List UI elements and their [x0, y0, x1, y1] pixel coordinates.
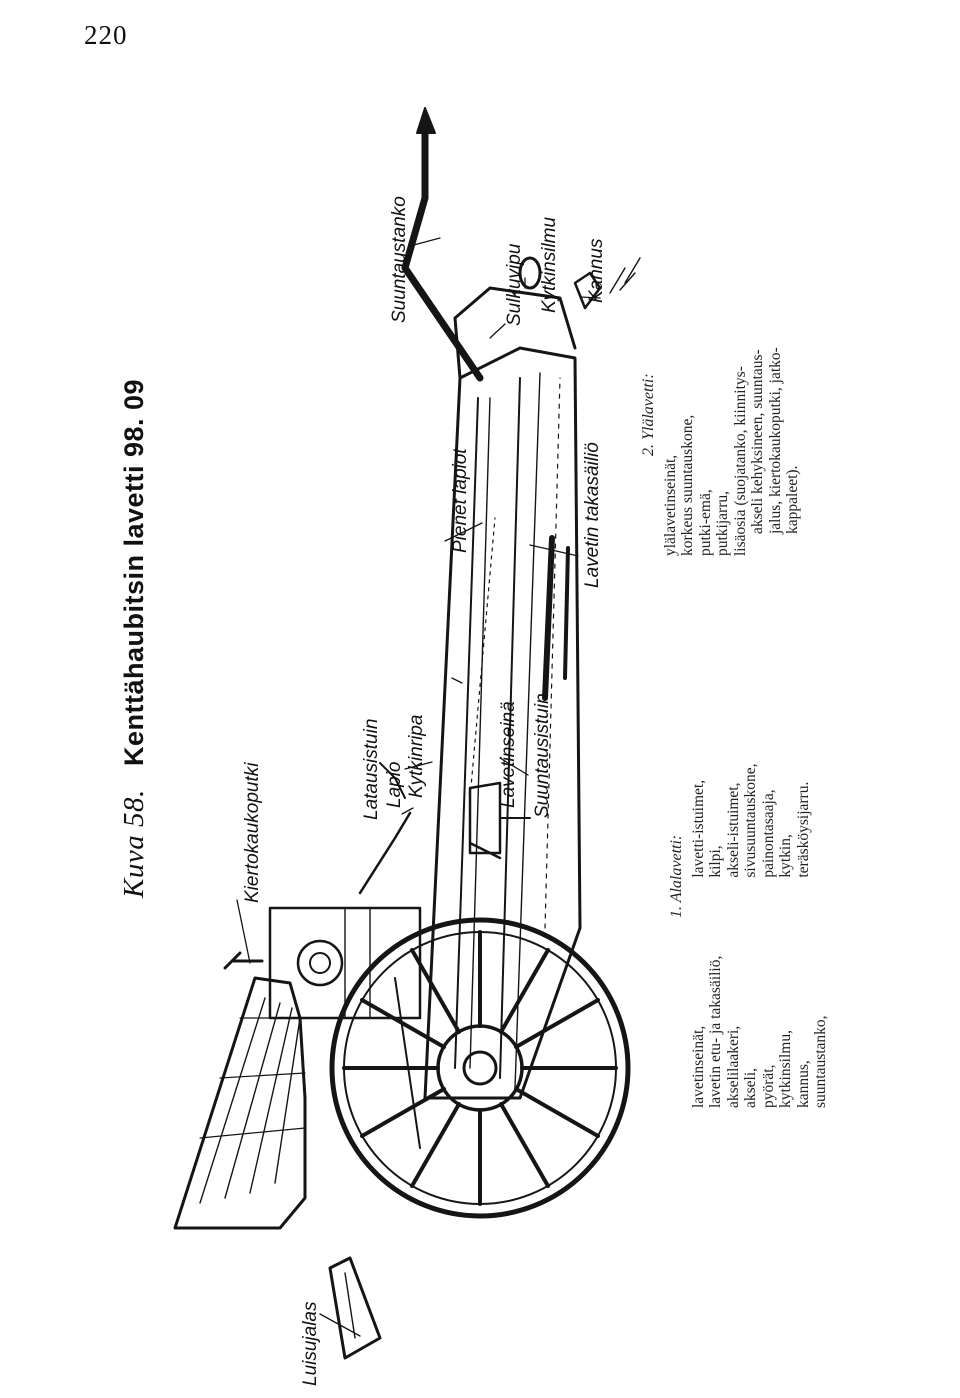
list-item: korkeus suuntauskone, [679, 414, 696, 556]
label-lavetinseina: Lavetinseinä [498, 701, 519, 808]
panoramic-sight [223, 951, 264, 970]
label-pienet-lapiot: Pienet lapiot [450, 448, 471, 553]
list-item: lavetinseinät, [689, 1025, 707, 1108]
upper-carriage-list: 2. Ylälavetti: ylälavetinseinät, korkeus… [640, 226, 802, 556]
label-kannus: Kannus [586, 238, 607, 303]
list-item: kilpi, [707, 845, 724, 878]
list-item: ylälavetinseinät, [661, 454, 679, 556]
lower-carriage-list: 1. Alalavetti: lavetinseinät, lavetin et… [668, 628, 830, 1108]
list-item: akseli, [742, 1067, 759, 1108]
list-item: lavetin etu- ja takasäiliö, [707, 955, 724, 1108]
list-item: sivusuuntauskone, [742, 763, 759, 878]
lower-carriage-col2: lavetti-istuimet, kilpi, akseli-istuimet… [690, 764, 830, 878]
list-item: putki-emä, [696, 489, 714, 556]
label-suuntaustanko: Suuntaustanko [389, 196, 410, 323]
list-item: kappaleet). [784, 465, 801, 534]
list-item: teräsköysijarru. [794, 781, 812, 878]
list-item: kytkin, [777, 834, 794, 878]
label-kytkinripa: Kytkinripa [406, 715, 427, 798]
list-item: lavetti-istuimet, [689, 779, 707, 878]
seat [468, 781, 531, 855]
trail-foot [328, 1256, 382, 1360]
leader-lines [236, 237, 601, 1337]
label-latausistuin: Latausistuin [361, 719, 382, 820]
handspike [401, 107, 484, 382]
cradle-mechanism [268, 762, 502, 1149]
label-kytkinsilmu: Kytkinsilmu [539, 216, 560, 313]
label-lapio: Lapio [384, 762, 405, 809]
list-item: jalus, kiertokaukoputki, jatko- [766, 347, 784, 534]
lower-carriage-col1: lavetinseinät, lavetin etu- ja takasäili… [690, 956, 830, 1108]
list-item: lisäosia (suojatanko, kiinnitys- [731, 366, 749, 556]
gun-shield [173, 976, 307, 1230]
list-item: akseli kehyksineen, suuntaus- [749, 349, 766, 534]
list-item: kannus, [794, 1060, 812, 1108]
label-suuntausistuin: Suuntausistuin [532, 693, 553, 818]
list-item: putkijarru, [714, 491, 731, 556]
list-item: akseli-istuimet, [724, 782, 742, 878]
label-lavetin-takasailio: Lavetin takasäiliö [582, 442, 603, 588]
label-kiertokaukoputki: Kiertokaukoputki [242, 762, 263, 903]
list-item: akselilaakeri, [724, 1025, 742, 1108]
label-luisujalas: Luisujalas [300, 1301, 321, 1386]
list-item: suuntaustanko, [812, 1015, 829, 1108]
page-number: 220 [84, 20, 128, 50]
road-wheel [329, 917, 631, 1219]
upper-carriage-heading: 2. Ylälavetti: [640, 373, 657, 456]
list-item: painontasaaja, [759, 789, 777, 878]
list-item: kytkinsilmu, [777, 1030, 794, 1108]
lower-carriage-heading: 1. Alalavetti: [668, 834, 685, 918]
list-item: pyörät, [759, 1064, 777, 1108]
label-sulkuvipu: Sulkuvipu [504, 243, 525, 326]
